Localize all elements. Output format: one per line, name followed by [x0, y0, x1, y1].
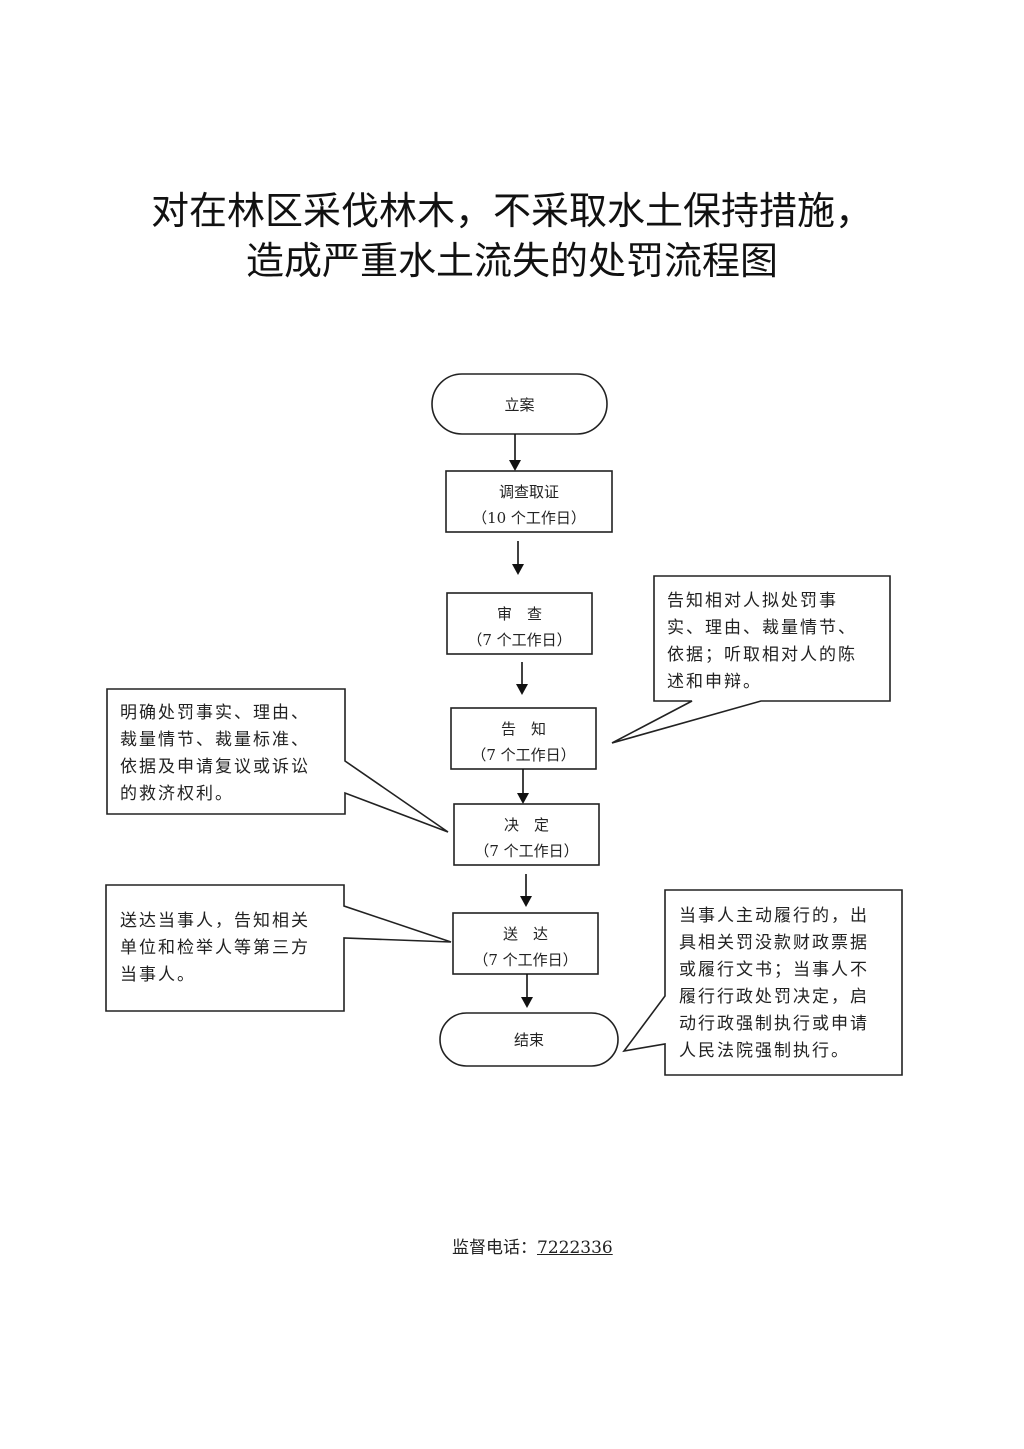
callout-line: 当事人主动履行的，出 — [679, 906, 869, 926]
edge-decide-deliver — [520, 874, 532, 907]
process-box — [446, 592, 593, 655]
callout-line: 具相关罚没款财政票据 — [679, 933, 869, 953]
node-duration: （10 个工作日） — [472, 509, 586, 527]
callout-line: 实、理由、裁量情节、 — [667, 618, 857, 638]
callout-line: 告知相对人拟处罚事 — [667, 591, 838, 611]
callout-line: 当事人。 — [120, 965, 196, 985]
supervision-hotline: 监督电话：7222336 — [452, 1233, 613, 1258]
callout-line: 人民法院强制执行。 — [679, 1041, 850, 1061]
callout-decide: 明确处罚事实、理由、 裁量情节、裁量标准、 依据及申请复议或诉讼 的救济权利。 — [106, 688, 449, 833]
edge-investigate-review — [512, 541, 524, 575]
process-box — [445, 470, 613, 533]
node-label: 调查取证 — [499, 483, 559, 501]
callout-end: 当事人主动履行的，出 具相关罚没款财政票据 或履行文书；当事人不 履行行政处罚决… — [622, 889, 903, 1076]
page-title-line-1: 对在林区采伐林木，不采取水土保持措施， — [150, 189, 873, 233]
arrow-down-icon — [512, 564, 524, 575]
callout-line: 明确处罚事实、理由、 — [120, 703, 310, 723]
process-box — [450, 707, 597, 770]
node-notify: 告 知 （7 个工作日） — [450, 707, 597, 770]
callout-line: 送达当事人，告知相关 — [120, 911, 310, 931]
edge-notify-decide — [517, 769, 529, 804]
page-title-line-2: 造成严重水土流失的处罚流程图 — [245, 239, 778, 283]
node-end: 结束 — [439, 1012, 619, 1067]
edge-deliver-end — [521, 974, 533, 1008]
arrow-down-icon — [517, 793, 529, 804]
callout-notify: 告知相对人拟处罚事 实、理由、裁量情节、 依据；听取相对人的陈 述和申辩。 — [611, 575, 891, 744]
process-box — [453, 803, 600, 866]
callout-deliver: 送达当事人，告知相关 单位和检举人等第三方 当事人。 — [105, 884, 452, 1012]
node-investigate: 调查取证 （10 个工作日） — [445, 470, 613, 533]
node-label: 结束 — [514, 1031, 544, 1049]
callout-shape — [622, 889, 903, 1076]
hotline-label: 监督电话： — [452, 1238, 537, 1258]
node-label: 审 查 — [497, 605, 542, 623]
node-decide: 决 定 （7 个工作日） — [453, 803, 600, 866]
node-duration: （7 个工作日） — [471, 746, 575, 764]
callout-line: 的救济权利。 — [120, 784, 234, 804]
arrow-down-icon — [516, 684, 528, 695]
callout-line: 动行政强制执行或申请 — [679, 1014, 869, 1034]
node-start: 立案 — [431, 373, 608, 435]
node-duration: （7 个工作日） — [474, 842, 578, 860]
hotline-number: 7222336 — [537, 1238, 613, 1258]
node-label: 送 达 — [503, 925, 548, 943]
callout-line: 依据；听取相对人的陈 — [667, 645, 857, 665]
node-duration: （7 个工作日） — [473, 951, 577, 969]
node-review: 审 查 （7 个工作日） — [446, 592, 593, 655]
node-label: 告 知 — [501, 720, 546, 738]
callout-line: 单位和检举人等第三方 — [120, 938, 310, 958]
node-label: 立案 — [504, 396, 534, 414]
process-box — [452, 912, 599, 975]
callout-line: 履行行政处罚决定，启 — [679, 987, 869, 1007]
edge-review-notify — [516, 662, 528, 695]
callout-line: 述和申辩。 — [667, 672, 762, 692]
node-label: 决 定 — [504, 816, 549, 834]
callout-line: 或履行文书；当事人不 — [679, 960, 869, 980]
arrow-down-icon — [521, 997, 533, 1008]
terminal-shape — [439, 1012, 619, 1067]
arrow-down-icon — [520, 896, 532, 907]
callout-line: 依据及申请复议或诉讼 — [120, 757, 310, 777]
arrow-down-icon — [509, 460, 521, 471]
node-deliver: 送 达 （7 个工作日） — [452, 912, 599, 975]
edge-start-investigate — [509, 434, 521, 471]
node-duration: （7 个工作日） — [467, 631, 571, 649]
callout-line: 裁量情节、裁量标准、 — [120, 730, 310, 750]
terminal-shape — [431, 373, 608, 435]
callout-shape — [106, 688, 449, 833]
callout-shape — [105, 884, 452, 1012]
callout-shape — [611, 575, 891, 744]
